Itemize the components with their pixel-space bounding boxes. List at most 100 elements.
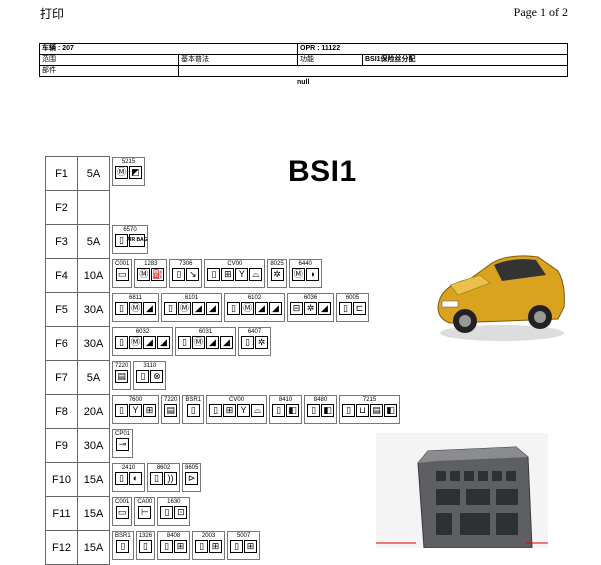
wiper-icon: ⌓ (249, 267, 263, 281)
component-code: 6811 (129, 294, 142, 301)
fuse-id: F1 (45, 156, 78, 191)
component-box: BSR1▯ (182, 394, 205, 424)
fuse-id: F6 (45, 326, 78, 361)
component-box: 8025✲ (267, 258, 287, 288)
fuse-id: F2 (45, 190, 78, 225)
component-box: 1630▯⊡ (157, 496, 191, 526)
component-code: 7220 (115, 362, 129, 369)
component-code: 6102 (247, 294, 262, 301)
component-code: 7220 (164, 396, 178, 403)
component-box: CV00▯⊞Y⌓ (206, 394, 268, 424)
component-code: CV00 (227, 260, 243, 267)
connector-icon: ▯ (227, 301, 240, 315)
component-box: 8410▯◧ (269, 394, 303, 424)
function-value: BSI1保险丝分配 (362, 54, 568, 66)
component-box: 6031▯Ⓜ◢◢ (175, 326, 236, 356)
bsi-module-photo (376, 433, 548, 548)
siren-icon: )) (164, 471, 177, 485)
connector-icon: ▯ (115, 471, 128, 485)
connector-icon: ▯ (150, 471, 163, 485)
car-image (437, 255, 565, 341)
component-code: 6031 (198, 328, 213, 335)
cross-icon: ⊗ (150, 369, 164, 383)
gear-icon: ✲ (255, 335, 268, 349)
dash-icon: ⊔ (356, 403, 370, 417)
fuse-amperage: 5A (77, 224, 110, 259)
component-code: CV00 (229, 396, 245, 403)
component-box: 1326▯ (135, 530, 156, 560)
fuse-components: 7220▤3110▯⊗ (110, 360, 401, 395)
fuse-id: F5 (45, 292, 78, 327)
component-box: 3110▯⊗ (133, 360, 167, 390)
component-code: 5215 (121, 158, 136, 165)
airbag-icon: AIR BAG (126, 233, 148, 247)
module-icon: ⊞ (174, 539, 188, 553)
speaker-icon: ◧ (321, 403, 335, 417)
component-box: 5007▯⊞ (227, 530, 261, 560)
connector-icon: ▯ (272, 403, 286, 417)
component-box: CA00⊢ (134, 496, 156, 526)
display-icon: ▤ (370, 403, 384, 417)
fuse-components: 6570▯AIR BAG (110, 224, 401, 259)
fuse-id: F10 (45, 462, 78, 497)
component-box: 2410▯◐ (112, 462, 145, 492)
part-value (178, 65, 568, 77)
connector-icon: ▯ (115, 335, 128, 349)
window-icon: ◢ (157, 335, 170, 349)
motor-icon: Ⓜ (129, 301, 142, 315)
component-code: 6570 (123, 226, 137, 233)
component-box: 6102▯Ⓜ◢◢ (224, 292, 285, 322)
print-label: 打印 (40, 7, 65, 21)
component-code: 2410 (121, 464, 136, 471)
component-code: 5007 (236, 532, 251, 539)
component-box: 6005▯⊏ (336, 292, 369, 322)
component-box: 8602▯)) (147, 462, 180, 492)
component-code: 1326 (138, 532, 153, 539)
window-icon: ◢ (269, 301, 282, 315)
fuse-amperage: 30A (77, 326, 110, 361)
component-code: 8408 (166, 532, 181, 539)
wiper-icon: ⌓ (251, 403, 265, 417)
connector-icon: ▯ (164, 301, 177, 315)
window-icon: ◢ (318, 301, 331, 315)
fuse-components: C001▭CA00⊢1630▯⊡ (110, 496, 401, 531)
motor-icon: Ⓜ (129, 335, 142, 349)
connector-icon: ▯ (116, 539, 130, 553)
fuse-id: F3 (45, 224, 78, 259)
component-box: 7600▯Y⊞ (112, 394, 159, 424)
connector-icon: ▯ (307, 403, 321, 417)
fuse-amperage: 15A (77, 496, 110, 531)
gear-icon: ✲ (270, 267, 284, 281)
module-icon: ⊞ (223, 403, 237, 417)
component-code: CP01 (115, 430, 131, 437)
scope-value: 基本普法 (178, 54, 298, 66)
fuse-components: 6032▯Ⓜ◢◢6031▯Ⓜ◢◢6407▯✲ (110, 326, 401, 361)
component-code: 7306 (179, 260, 193, 267)
half-circle-icon: ◑ (305, 267, 319, 281)
component-box: 7220▤ (161, 394, 181, 424)
fuse-amperage: 5A (77, 360, 110, 395)
connector-icon: ▯ (160, 505, 174, 519)
component-code: 6440 (298, 260, 312, 267)
component-code: 1630 (167, 498, 181, 505)
window-icon: ◢ (206, 301, 219, 315)
component-code: CA00 (137, 498, 153, 505)
antenna-icon: Y (237, 403, 251, 417)
component-box: CP01⊸ (112, 428, 134, 458)
component-code: 7215 (362, 396, 377, 403)
component-box: 6032▯Ⓜ◢◢ (112, 326, 173, 356)
component-code: 3110 (143, 362, 157, 369)
connector-icon: ▯ (186, 403, 200, 417)
motor-icon: Ⓜ (115, 165, 128, 179)
component-code: 8602 (156, 464, 171, 471)
component-box: 7215▯⊔▤◧ (339, 394, 401, 424)
window-icon: ◢ (143, 335, 156, 349)
headlight-icon: ◐ (129, 471, 142, 485)
component-box: 8605⊳ (182, 462, 202, 492)
